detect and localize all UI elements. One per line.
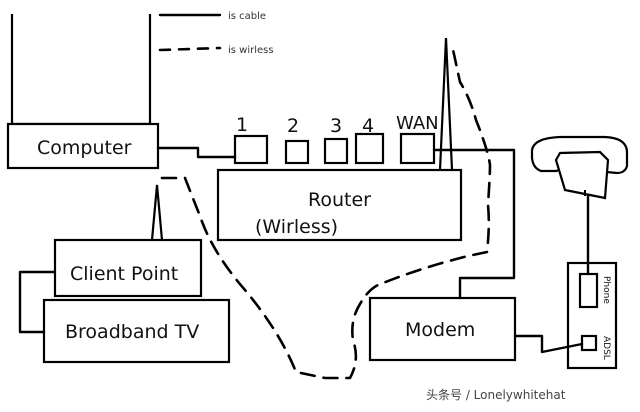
telephone-icon [530,135,629,200]
port-4-label: 4 [362,115,374,137]
broadband-tv: Broadband TV [42,298,231,364]
wireless-path-router-clientpoint [160,43,492,380]
adsl-port [580,334,598,352]
computer-monitor [10,14,152,126]
port-1 [233,134,269,165]
client-point: Client Point [53,184,203,298]
cable-clientpoint-tv [18,270,57,334]
router-box [216,168,463,242]
broadband-tv-label: Broadband TV [65,321,199,343]
port-4 [354,132,385,165]
legend: is cable is wirless [158,11,274,56]
phone-port-label: Phone [601,276,611,304]
port-2 [284,139,310,165]
modem-label: Modem [405,319,475,341]
wall-jack: Phone ADSL [566,261,618,370]
client-point-label: Client Point [70,263,178,285]
computer-label: Computer [37,137,132,159]
computer: Computer [6,14,160,170]
handset-body [554,150,610,200]
watermark-text: 头条号 / Lonelywhitehat [426,388,566,402]
router-label: Router [308,189,371,211]
port-wan [399,132,436,165]
legend-cable-label: is cable [228,11,266,22]
port-3-label: 3 [330,115,342,137]
client-point-antenna [150,184,164,241]
cable-modem-adsl [513,334,584,354]
wireless-links [160,43,492,380]
router: Router (Wirless) 1 2 3 4 WAN [216,37,463,242]
computer-box [6,122,160,170]
port-2-label: 2 [287,115,299,137]
port-3 [323,137,349,165]
router-antenna [438,37,454,171]
port-1-label: 1 [236,114,248,136]
cable-computer-router [156,146,237,159]
modem: Modem [368,296,517,362]
client-point-box [53,238,203,298]
legend-wireless-label: is wirless [228,45,274,56]
port-wan-label: WAN [396,113,439,134]
legend-wireless-sample [158,46,222,52]
modem-box [368,296,517,362]
phone-port [578,272,599,309]
adsl-port-label: ADSL [601,336,611,360]
router-wireless-label: (Wirless) [255,216,338,238]
